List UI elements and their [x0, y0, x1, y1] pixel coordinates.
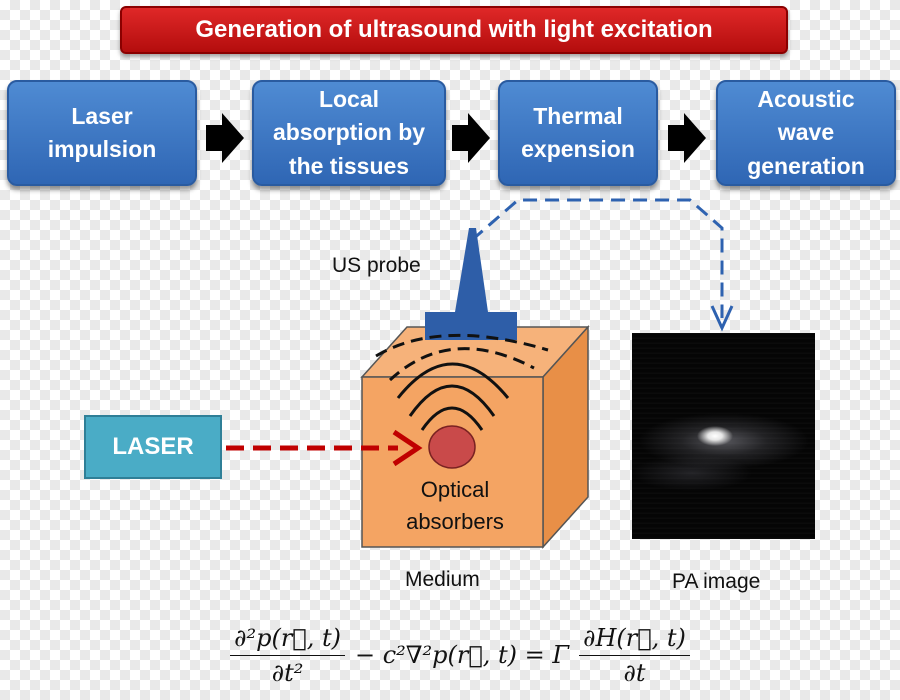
laser-label: LASER — [112, 433, 194, 460]
connector-arrowhead — [710, 305, 734, 332]
pa-image-label: PA image — [672, 570, 761, 593]
equation-rhs-numerator: ∂H(r⃗, t) — [579, 624, 690, 656]
wave-arc-dashed-2 — [375, 333, 549, 358]
title-banner: Generation of ultrasound with light exci… — [120, 6, 788, 54]
optical-absorbers-line-2: absorbers — [406, 508, 504, 534]
optical-absorber-shape — [428, 425, 476, 469]
flow-arrow-2 — [452, 113, 490, 163]
step-thermal-expension: Thermal expension — [498, 80, 658, 186]
photoacoustic-wave-equation: ∂²p(r⃗, t) ∂t² − c²∇²p(r⃗, t) = Γ ∂H(r⃗,… — [200, 614, 720, 696]
equation-rhs-fraction: ∂H(r⃗, t) ∂t — [579, 624, 690, 687]
step-4-line-3: generation — [747, 152, 865, 179]
step-4-line-1: Acoustic — [757, 85, 855, 112]
step-laser-impulsion: Laser impulsion — [7, 80, 197, 186]
wave-arc-2 — [408, 384, 496, 417]
step-acoustic-wave-generation: Acoustic wave generation — [716, 80, 896, 186]
optical-absorbers-label: Optical absorbers — [380, 474, 530, 538]
step-2-line-1: Local — [318, 85, 380, 112]
probe-to-image-connector — [471, 198, 724, 318]
step-3-line-2: expension — [521, 136, 635, 162]
laser-beam-arrowhead — [392, 429, 423, 467]
step-1-line-2: impulsion — [47, 136, 157, 162]
equation-lhs-fraction: ∂²p(r⃗, t) ∂t² — [230, 624, 345, 687]
step-2-line-3: the tissues — [288, 152, 410, 179]
step-4-line-2: wave — [777, 119, 835, 146]
us-probe-label: US probe — [332, 254, 421, 277]
step-local-absorption: Local absorption by the tissues — [252, 80, 446, 186]
equation-middle: − c²∇²p(r⃗, t) = Γ — [354, 641, 570, 669]
equation-lhs-denominator: ∂t² — [271, 658, 304, 687]
wave-arc-dashed-1 — [388, 347, 535, 382]
title-text: Generation of ultrasound with light exci… — [195, 16, 713, 43]
step-2-line-2: absorption by — [272, 119, 426, 146]
flow-arrow-3 — [668, 113, 706, 163]
laser-source: LASER — [84, 415, 222, 479]
us-probe-icon — [455, 228, 488, 312]
equation-rhs-denominator: ∂t — [623, 658, 646, 687]
step-1-line-1: Laser — [71, 102, 133, 129]
equation-lhs-numerator: ∂²p(r⃗, t) — [230, 624, 345, 656]
step-3-line-1: Thermal — [533, 102, 623, 129]
cube-front-face — [361, 376, 544, 548]
wave-arc-1 — [420, 406, 484, 431]
pa-image-panel — [632, 333, 815, 539]
flow-arrow-1 — [206, 113, 244, 163]
optical-absorbers-line-1: Optical — [420, 477, 490, 502]
wave-arc-3 — [396, 362, 510, 399]
medium-label: Medium — [405, 568, 480, 591]
